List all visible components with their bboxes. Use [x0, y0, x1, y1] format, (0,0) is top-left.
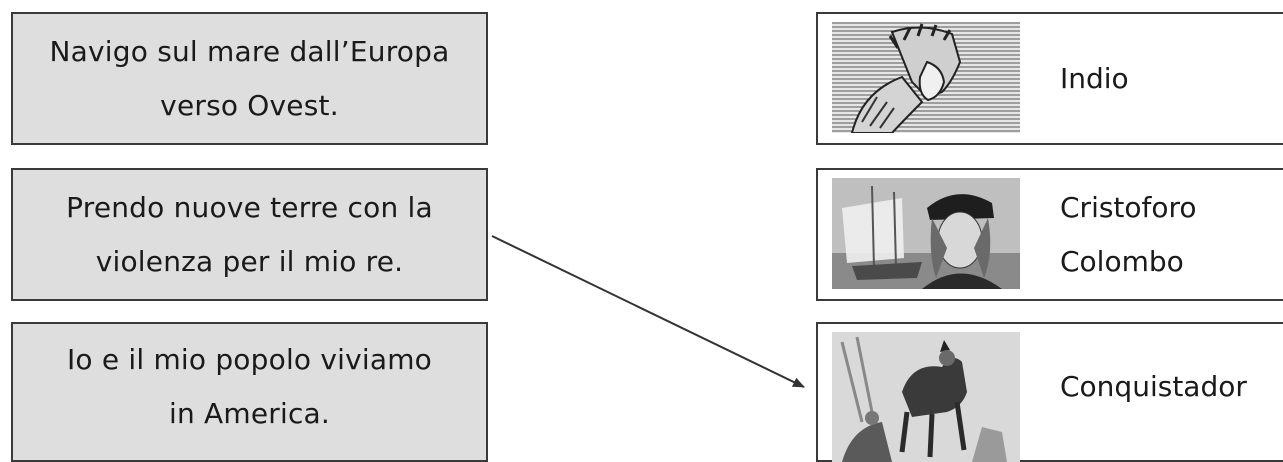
statement-box-3[interactable]: Io e il mio popolo viviamo in America. — [11, 322, 488, 462]
statement-3-line-1: Io e il mio popolo viviamo — [66, 343, 433, 376]
arrow-line[interactable] — [491, 235, 805, 388]
card-indio[interactable]: Indio — [816, 12, 1283, 145]
statement-2-line-2: violenza per il mio re. — [95, 244, 404, 278]
conquistador-label-line-1: Conquistador — [1060, 370, 1247, 403]
card-colombo-label: Cristoforo Colombo — [1060, 170, 1197, 299]
card-indio-label: Indio — [1060, 14, 1129, 143]
statement-3-line-2: in America. — [168, 397, 330, 430]
statement-box-1[interactable]: Navigo sul mare dall’Europa verso Ovest. — [11, 12, 488, 145]
card-conquistador-label: Conquistador — [1060, 324, 1247, 450]
indio-label-line-1: Indio — [1060, 61, 1129, 95]
colombo-label-line-1: Cristoforo — [1060, 190, 1197, 224]
statement-1-line-2: verso Ovest. — [160, 88, 339, 122]
statement-1-line-1: Navigo sul mare dall’Europa — [49, 34, 450, 68]
colombo-portrait-image — [832, 178, 1020, 289]
card-cristoforo-colombo[interactable]: Cristoforo Colombo — [816, 168, 1283, 301]
indio-portrait-image — [832, 22, 1020, 133]
card-conquistador[interactable]: Conquistador — [816, 322, 1283, 462]
conquistador-image — [832, 332, 1020, 462]
colombo-label-line-2: Colombo — [1060, 244, 1184, 278]
statement-2-line-1: Prendo nuove terre con la — [66, 190, 433, 224]
statement-box-2[interactable]: Prendo nuove terre con la violenza per i… — [11, 168, 488, 301]
